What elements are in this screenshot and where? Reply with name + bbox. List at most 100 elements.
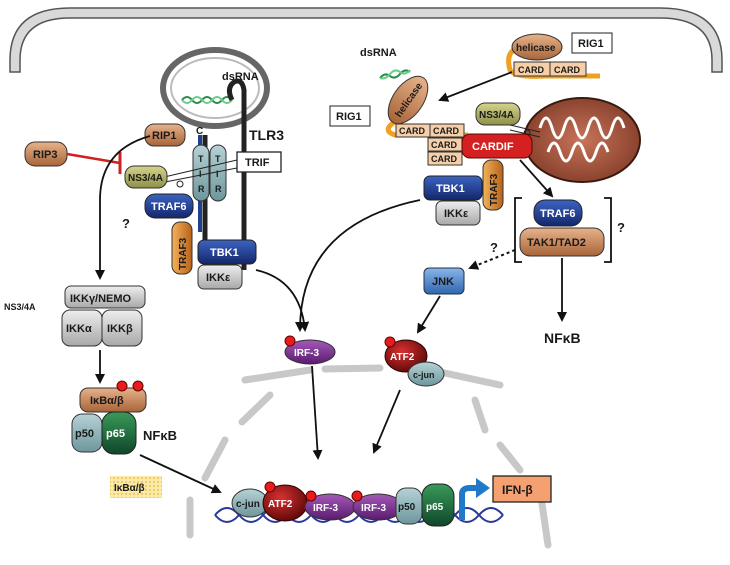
p65-dna-label: p65 xyxy=(426,502,444,513)
ikk-gamma-nemo xyxy=(64,285,146,309)
tlr3-label: TLR3 xyxy=(249,127,284,143)
tir-domain-2: TIR xyxy=(209,144,227,202)
ikk-beta xyxy=(101,309,143,347)
tbk1-right xyxy=(423,175,483,201)
svg-text:I: I xyxy=(216,169,219,179)
arrow-tbk1r-to-irf3 xyxy=(295,199,421,332)
rip3-label: RIP3 xyxy=(33,149,57,161)
irf3-dna1-label: IRF-3 xyxy=(313,503,338,514)
rig1-top-box xyxy=(571,32,613,54)
ikba-free-label: IκBα/β xyxy=(114,483,145,494)
question-mark-3: ? xyxy=(617,220,625,235)
irf3-dna2-label: IRF-3 xyxy=(361,503,386,514)
traf6-right-label: TRAF6 xyxy=(540,208,575,220)
cell-membrane xyxy=(9,7,723,73)
rip1-protein xyxy=(144,123,186,147)
helicase-top-label: helicase xyxy=(516,43,556,54)
p65-dna xyxy=(421,483,455,527)
traf6-left-label: TRAF6 xyxy=(151,201,186,213)
atf2-dna-label: ATF2 xyxy=(268,499,293,510)
ifnb-gene-box xyxy=(492,475,552,503)
arrow-cardif-to-traf6 xyxy=(519,159,554,198)
p65-left xyxy=(101,411,137,455)
ikkg-label: IKKγ/NEMO xyxy=(70,293,132,305)
dsrna-label-left: dsRNA xyxy=(222,71,259,83)
ifnb-label: IFN-β xyxy=(502,483,533,497)
phospho-dot xyxy=(132,380,144,392)
svg-text:TRAF3: TRAF3 xyxy=(489,173,500,206)
dsrna-strand-left xyxy=(181,96,233,104)
helicase-top xyxy=(511,33,563,61)
question-mark-1: ? xyxy=(122,216,130,231)
tbk1-right-label: TBK1 xyxy=(436,183,465,195)
transcription-start-arrow xyxy=(459,485,478,520)
tak1-label: TAK1/TAD2 xyxy=(527,237,586,249)
svg-text:I: I xyxy=(199,169,202,179)
p50-dna-label: p50 xyxy=(398,502,416,513)
ns34a-side-label: NS3/4A xyxy=(4,302,36,312)
phospho-dot xyxy=(384,336,396,348)
traf6-left xyxy=(144,193,194,219)
ikkb-label: IKKβ xyxy=(107,323,133,335)
irf3-mid-label: IRF-3 xyxy=(294,348,319,359)
tir-domain-1: TIR xyxy=(192,144,210,202)
card-d xyxy=(429,123,465,138)
svg-text:CARD: CARD xyxy=(518,65,544,75)
nfkb-right-label: NFκB xyxy=(544,330,581,346)
question-mark-2: ? xyxy=(490,240,498,255)
svg-text:CARD: CARD xyxy=(554,65,580,75)
cardif xyxy=(461,133,533,159)
ikka-label: IKKα xyxy=(66,323,92,335)
trif-label: TRIF xyxy=(245,157,270,169)
arrow-nfkb-to-dna xyxy=(139,454,222,494)
trif-box xyxy=(236,151,282,173)
ns34a-left-label: NS3/4A xyxy=(128,173,163,184)
phospho-dot xyxy=(351,490,363,502)
arrow-rip1-to-ikk xyxy=(95,135,151,280)
ns34a-left xyxy=(124,165,168,189)
cardif-label: CARDIF xyxy=(472,141,514,153)
p50-left-label: p50 xyxy=(75,428,94,440)
ns34a-right-label: NS3/4A xyxy=(479,110,514,121)
svg-text:TRAF3: TRAF3 xyxy=(178,237,189,270)
arrow-tbk1-to-irf3 xyxy=(255,269,310,332)
ikke-left-label: IKKε xyxy=(206,272,231,284)
svg-text:CARD: CARD xyxy=(431,140,457,150)
card-f xyxy=(427,151,463,166)
svg-text:T: T xyxy=(215,154,221,164)
phospho-dot xyxy=(305,490,317,502)
tbk1-left-label: TBK1 xyxy=(210,247,239,259)
irf3-cytoplasmic xyxy=(284,339,336,365)
svg-text:R: R xyxy=(215,184,222,194)
phospho-dot xyxy=(116,380,128,392)
mitochondrion xyxy=(523,97,641,183)
cjun-dna-label: c-jun xyxy=(236,499,260,510)
jnk-label: JNK xyxy=(432,276,454,288)
ikke-left xyxy=(197,264,243,290)
ikba-free xyxy=(110,476,162,498)
nfkb-left-label: NFκB xyxy=(143,428,177,443)
traf3-right: TRAF3 xyxy=(482,159,504,211)
cjun-mid-label: c-jun xyxy=(413,370,435,380)
ikke-right-label: IKKε xyxy=(444,208,469,220)
p65-left-label: p65 xyxy=(106,428,125,440)
arrow-dashed-to-jnk xyxy=(468,249,516,270)
tak1-tad2 xyxy=(519,227,605,257)
cjun-mid xyxy=(407,361,445,387)
traf3-left: TRAF3 xyxy=(171,221,193,275)
ikba-label: IκBα/β xyxy=(90,395,124,407)
rig1-mid-box xyxy=(329,105,371,127)
jnk xyxy=(423,267,465,295)
phospho-dot xyxy=(264,481,276,493)
nuclear-envelope xyxy=(186,364,552,549)
c-terminal-label: C xyxy=(196,126,203,137)
card-b xyxy=(549,61,587,77)
svg-text:R: R xyxy=(198,184,205,194)
ns34a-right xyxy=(475,102,521,126)
traf6-right xyxy=(533,199,583,227)
svg-text:T: T xyxy=(198,154,204,164)
svg-text:CARD: CARD xyxy=(399,126,425,136)
svg-text:CARD: CARD xyxy=(431,154,457,164)
